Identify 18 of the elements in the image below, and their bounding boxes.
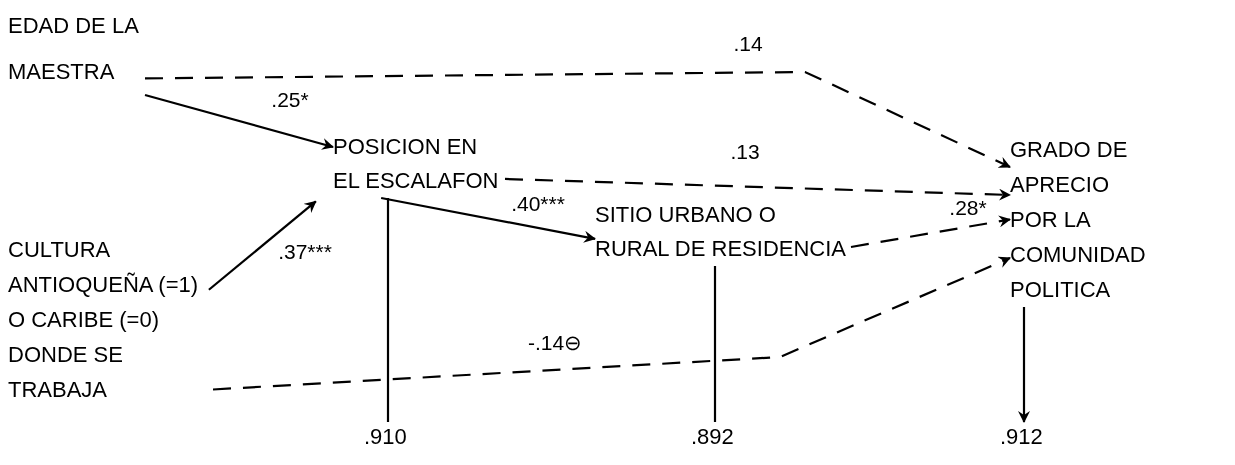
- coefficient-value: .892: [691, 422, 739, 452]
- coefficient-value: .910: [364, 422, 412, 452]
- arrow: [208, 200, 317, 291]
- coefficient-value: .912: [1000, 422, 1048, 452]
- dashed-arrow: [504, 177, 1011, 201]
- dashed-arrow: [145, 70, 1011, 168]
- variable-label: GRADO DE APRECIO POR LA COMUNIDAD POLITICA: [1010, 132, 1155, 307]
- arrow: [144, 93, 334, 150]
- variable-label: EDAD DE LA MAESTRA: [8, 3, 145, 95]
- variable-label: POSICION EN EL ESCALAFON: [333, 130, 505, 198]
- line: [713, 266, 717, 422]
- dashed-arrow: [212, 256, 1011, 391]
- variable-label: SITIO URBANO O RURAL DE RESIDENCIA: [595, 198, 851, 266]
- variable-label: CULTURA ANTIOQUEÑA (=1) O CARIBE (=0) DONDE SE TRABAJA: [8, 232, 213, 407]
- line: [386, 198, 390, 422]
- dashed-arrow: [850, 215, 1011, 249]
- arrow: [380, 196, 596, 243]
- arrow: [1018, 307, 1030, 423]
